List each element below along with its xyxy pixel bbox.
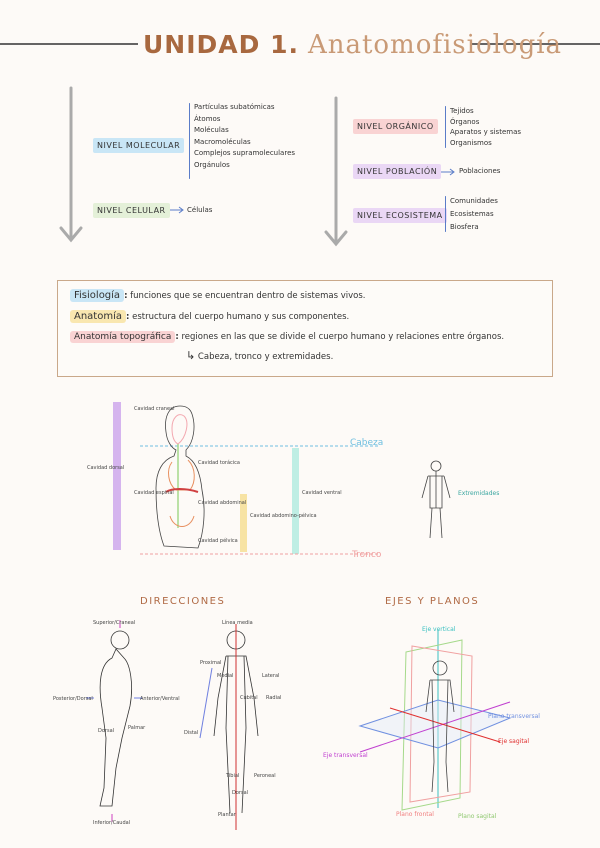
- list-item: Aparatos y sistemas: [450, 128, 522, 136]
- directions-title: DIRECCIONES: [140, 596, 226, 607]
- list-item: Complejos supramoleculares: [194, 149, 296, 158]
- term-anatomia: Anatomía: [70, 310, 126, 323]
- dir-anterior: Anterior/Ventral: [140, 696, 180, 702]
- dir-peroneal: Peroneal: [254, 773, 276, 779]
- cav-espinal: Cavidad espinal: [134, 490, 174, 496]
- flow-arrows: [59, 86, 455, 247]
- ecosistema-list: Comunidades Ecosistemas Biosfera: [450, 195, 498, 234]
- directions-figure: [86, 620, 259, 830]
- topic-label: Anatomofisiología: [307, 30, 563, 60]
- poblaciones-label: Poblaciones: [459, 167, 501, 175]
- nivel-organico: NIVEL ORGÁNICO: [353, 119, 438, 134]
- label-extremidades: Extremidades: [458, 490, 500, 497]
- term-topografica: Anatomía topográfica: [70, 331, 176, 343]
- dir-dorsal2: Dorsal: [232, 790, 249, 796]
- ecosistema-brace: [445, 196, 446, 232]
- cav-ventral: Cavidad ventral: [302, 490, 342, 496]
- plane-frontal: Plano frontal: [396, 811, 434, 818]
- list-item: Comunidades: [450, 197, 498, 205]
- list-item: Orgánulos: [194, 160, 230, 169]
- term-fisiologia: Fisiología: [70, 289, 125, 302]
- organico-brace: [445, 106, 446, 148]
- list-item: Átomos: [194, 114, 221, 123]
- dir-radial: Radial: [266, 695, 282, 701]
- list-item: Tejidos: [450, 107, 474, 115]
- axis-vertical: Eje vertical: [422, 626, 456, 633]
- label-tronco: Tronco: [352, 550, 382, 560]
- label-cabeza: Cabeza: [350, 438, 384, 448]
- dir-dorsal: Dorsal: [98, 728, 115, 734]
- list-item: Moléculas: [194, 126, 229, 135]
- cav-craneal: Cavidad craneal: [134, 406, 175, 412]
- axis-sagital: Eje sagital: [498, 738, 530, 745]
- definitions-box: Fisiología: funciones que se encuentran …: [57, 280, 553, 377]
- dir-cubital: Cubital: [240, 695, 258, 701]
- def-anatomia: estructura del cuerpo humano y sus compo…: [132, 312, 350, 322]
- nivel-poblacion: NIVEL POBLACIÓN: [353, 164, 442, 179]
- dir-plantar: Plantar: [218, 812, 236, 818]
- dir-distal: Distal: [184, 730, 199, 736]
- molecular-list: Partículas subatómicas Átomos Moléculas …: [194, 102, 295, 172]
- dir-superior: Superior/Craneal: [93, 620, 136, 626]
- axis-transversal: Eje transversal: [323, 752, 368, 759]
- organico-list: Tejidos Órganos Aparatos y sistemas Orga…: [450, 106, 521, 148]
- cav-pelvica: Cavidad pélvica: [198, 538, 238, 544]
- cav-abdominal: Cavidad abdominal: [198, 500, 247, 506]
- list-item: Órganos: [450, 117, 480, 126]
- plane-transversal: Plano transversal: [488, 713, 540, 720]
- list-item: Biosfera: [450, 223, 479, 231]
- unit-label: UNIDAD 1.: [143, 30, 299, 59]
- dir-posterior: Posterior/Dorsal: [53, 696, 93, 702]
- def-topografica: regiones en las que se divide el cuerpo …: [181, 332, 505, 342]
- def-fisiologia: funciones que se encuentran dentro de si…: [130, 291, 366, 301]
- celulas-label: Células: [187, 206, 213, 214]
- axes-figure: [358, 630, 512, 811]
- list-item: Macromoléculas: [194, 137, 251, 146]
- dir-medial: Medial: [217, 673, 234, 679]
- nivel-molecular: NIVEL MOLECULAR: [93, 138, 185, 153]
- molecular-brace: [189, 103, 190, 179]
- dir-inferior: Inferior/Caudal: [93, 820, 131, 826]
- dir-linea-media: Línea media: [222, 620, 253, 626]
- list-item: Ecosistemas: [450, 210, 494, 218]
- cav-abdominopelvica: Cavidad abdomino-pélvica: [250, 513, 317, 519]
- dir-palmar: Palmar: [128, 725, 146, 731]
- nivel-ecosistema: NIVEL ECOSISTEMA: [353, 208, 447, 223]
- cav-dorsal: Cavidad dorsal: [87, 465, 125, 471]
- cav-toracica: Cavidad torácica: [198, 460, 240, 466]
- nivel-celular: NIVEL CELULAR: [93, 203, 170, 218]
- dir-lateral: Lateral: [262, 673, 280, 679]
- dir-tibial: Tibial: [226, 773, 240, 779]
- list-item: Partículas subatómicas: [194, 103, 275, 111]
- plane-sagital: Plano sagital: [458, 813, 497, 820]
- dir-proximal: Proximal: [200, 660, 222, 666]
- list-item: Organismos: [450, 138, 492, 147]
- page-title: UNIDAD 1. Anatomofisiología: [0, 18, 600, 60]
- axes-title: EJES Y PLANOS: [385, 596, 480, 607]
- cavities-figure: [113, 402, 451, 555]
- def-topografica-sub: Cabeza, tronco y extremidades.: [197, 352, 334, 362]
